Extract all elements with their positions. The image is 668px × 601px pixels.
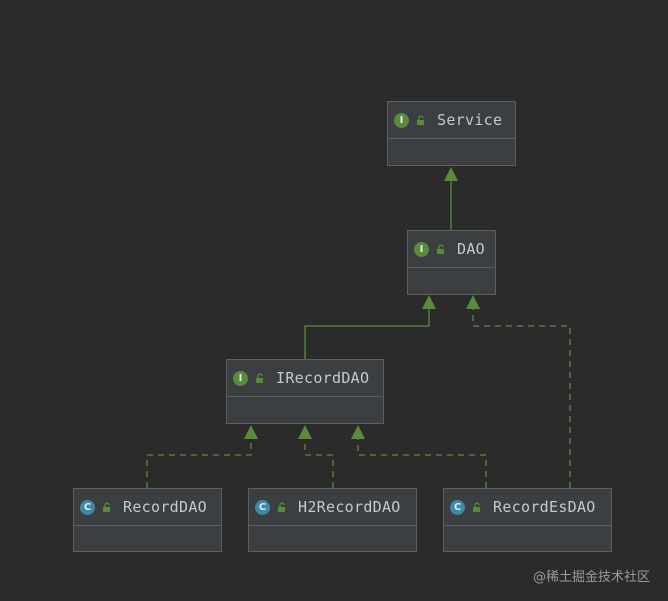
unlocked-icon <box>415 114 427 126</box>
h2recorddao-node[interactable]: C H2RecordDAO <box>248 488 417 552</box>
node-label: H2RecordDAO <box>298 498 401 516</box>
class-icon: C <box>80 499 95 515</box>
edge-irecorddao-dao <box>304 308 430 359</box>
service-header: I Service <box>388 102 515 139</box>
arrowhead-irecorddao-left <box>244 425 258 439</box>
arrowhead-irecorddao-right <box>351 425 365 439</box>
interface-icon: I <box>233 370 248 386</box>
class-icon: C <box>450 499 465 515</box>
arrowhead-service <box>444 167 458 181</box>
irecorddao-node[interactable]: I IRecordDAO <box>226 359 384 424</box>
recorddao-header: C RecordDAO <box>74 489 221 526</box>
service-node[interactable]: I Service <box>387 101 516 166</box>
watermark: @稀土掘金技术社区 <box>532 570 650 585</box>
node-label: Service <box>437 111 503 129</box>
edge-recorddao-irecorddao <box>146 438 252 488</box>
unlocked-icon <box>276 501 288 513</box>
recorddao-node[interactable]: C RecordDAO <box>73 488 222 552</box>
node-label: DAO <box>457 240 485 258</box>
irecorddao-header: I IRecordDAO <box>227 360 383 397</box>
interface-icon: I <box>394 112 409 128</box>
edge-h2recorddao-irecorddao <box>304 438 334 488</box>
h2recorddao-header: C H2RecordDAO <box>249 489 416 526</box>
node-label: IRecordDAO <box>276 369 370 387</box>
dao-node[interactable]: I DAO <box>407 230 496 295</box>
unlocked-icon <box>471 501 483 513</box>
node-label: RecordEsDAO <box>493 498 596 516</box>
dao-header: I DAO <box>408 231 495 268</box>
class-icon: C <box>255 499 270 515</box>
unlocked-icon <box>254 372 266 384</box>
edge-recordesdao-dao <box>472 308 571 488</box>
interface-icon: I <box>414 241 429 257</box>
node-label: RecordDAO <box>123 498 207 516</box>
recordesdao-header: C RecordEsDAO <box>444 489 611 526</box>
recordesdao-node[interactable]: C RecordEsDAO <box>443 488 612 552</box>
arrowhead-dao-left <box>422 295 436 309</box>
unlocked-icon <box>435 243 447 255</box>
unlocked-icon <box>101 501 113 513</box>
edge-recordesdao-irecorddao <box>357 438 487 488</box>
arrowhead-dao-right <box>466 295 480 309</box>
arrowhead-irecorddao-mid <box>298 425 312 439</box>
